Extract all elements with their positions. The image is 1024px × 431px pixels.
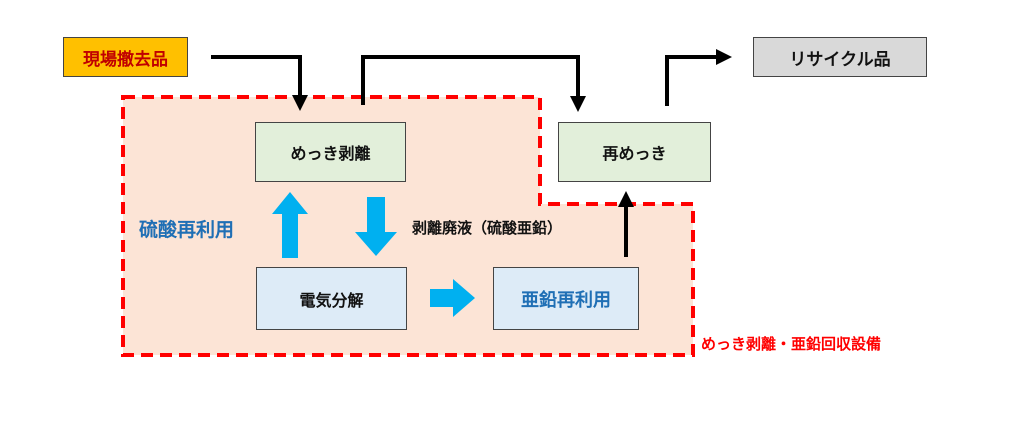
zinc-reuse-box: 亜鉛再利用 (493, 267, 639, 330)
plating-stripping-label: めっき剥離 (290, 144, 371, 163)
plating-stripping-box: めっき剥離 (255, 122, 406, 182)
arrow-removed-to-stripping (211, 55, 302, 97)
blue-arrow-right (430, 279, 475, 317)
blue-arrow-down (355, 197, 397, 256)
arrow-replating-to-recycled (665, 55, 718, 106)
electrolysis-label: 電気分解 (299, 290, 364, 310)
arrowhead-stripping (292, 95, 308, 111)
arrow-stripping-to-replating (361, 55, 580, 105)
stripping-waste-liquid-label: 剥離廃液（硫酸亜鉛） (412, 219, 563, 237)
recycled-items-label: リサイクル品 (789, 49, 891, 70)
facility-name-label: めっき剥離・亜鉛回収設備 (701, 335, 882, 353)
electrolysis-box: 電気分解 (256, 267, 407, 330)
removed-items-label: 現場撤去品 (83, 49, 168, 70)
recycled-items-box: リサイクル品 (753, 37, 927, 77)
sulfuric-acid-reuse-label: 硫酸再利用 (139, 219, 235, 241)
replating-label: 再めっき (602, 144, 667, 163)
arrowhead-recycled (716, 49, 732, 65)
arrowhead-zinc-up (618, 191, 634, 207)
blue-arrow-up (272, 192, 308, 258)
replating-box: 再めっき (558, 122, 711, 182)
zinc-reuse-label: 亜鉛再利用 (521, 289, 611, 311)
arrowhead-replating (570, 96, 586, 112)
removed-items-box: 現場撤去品 (63, 37, 188, 77)
